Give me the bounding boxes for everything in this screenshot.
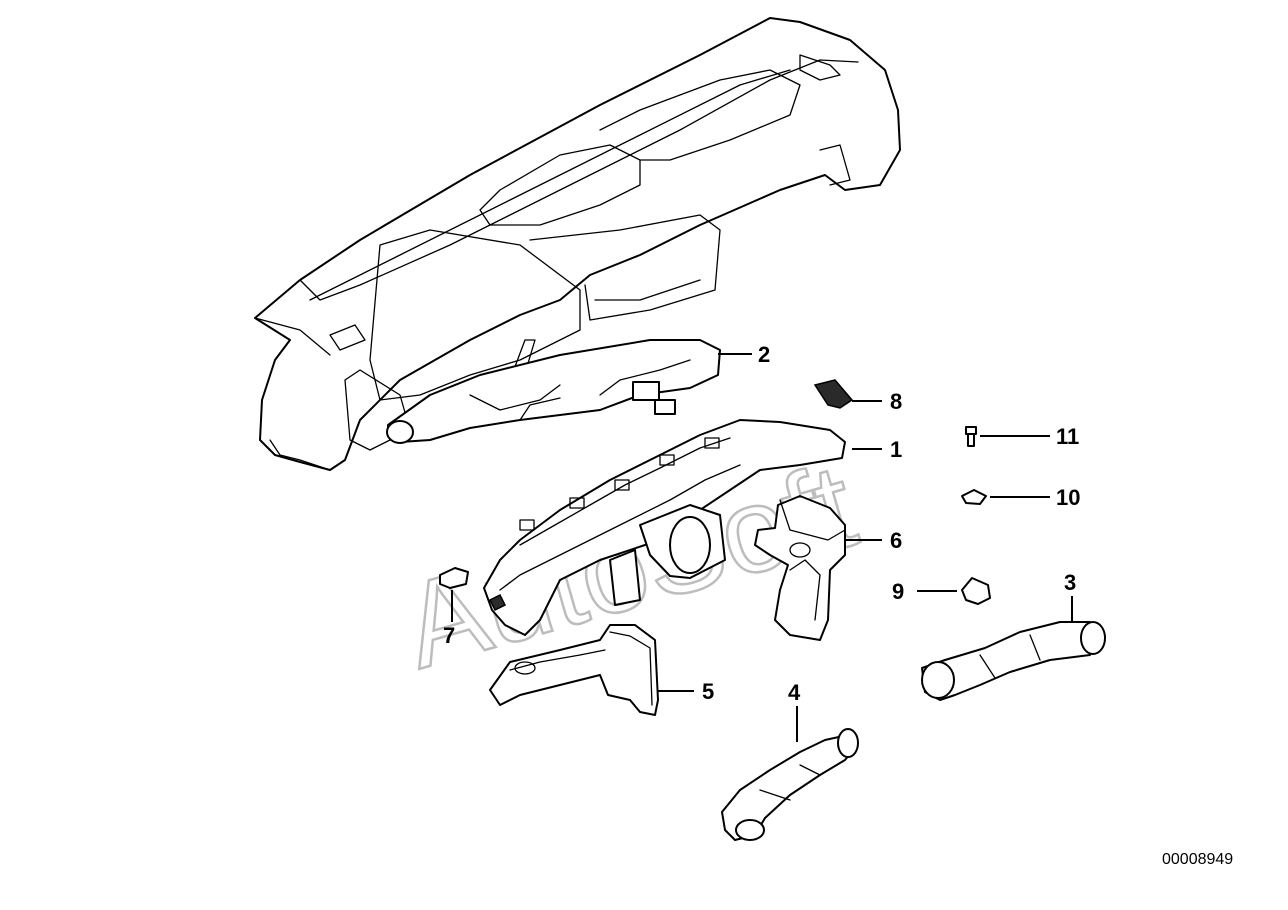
part-5-left-duct <box>489 624 659 716</box>
callout-1: 1 <box>890 437 902 462</box>
part-9-spring-nut <box>961 577 991 605</box>
part-3-right-hose <box>921 621 1106 701</box>
part-1-center-duct <box>483 419 846 636</box>
document-number: 00008949 <box>1162 851 1233 868</box>
callout-6: 6 <box>890 528 902 553</box>
part-8-foam-pad <box>813 379 854 409</box>
part-2-upper-duct <box>386 339 721 444</box>
part-6-right-duct <box>754 495 846 641</box>
callout-2: 2 <box>758 342 770 367</box>
callout-11: 11 <box>1056 424 1079 449</box>
part-4-left-hose <box>721 728 859 841</box>
dashboard-illustration <box>254 17 901 471</box>
callout-9: 9 <box>892 579 904 604</box>
callout-5: 5 <box>702 679 714 704</box>
callout-10: 10 <box>1056 485 1080 510</box>
part-11-screw <box>965 426 977 447</box>
callout-7: 7 <box>443 623 455 648</box>
leader-lines <box>451 353 1073 742</box>
callout-8: 8 <box>890 389 902 414</box>
part-7-small-clip <box>439 567 469 589</box>
callout-labels: 1 2 3 4 5 6 7 8 9 10 11 <box>443 342 1080 705</box>
callout-4: 4 <box>788 680 801 705</box>
part-10-clip-nut <box>961 489 987 505</box>
callout-3: 3 <box>1064 570 1076 595</box>
